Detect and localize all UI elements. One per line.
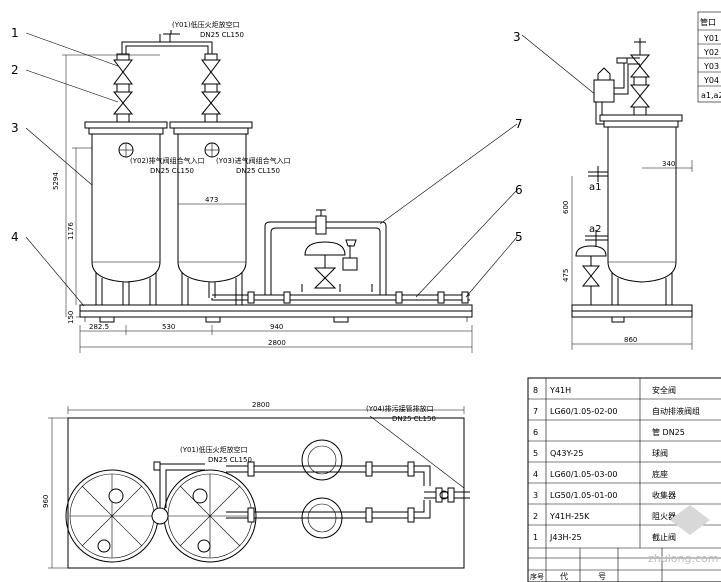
bom-code: LG50/1.05-01-00 bbox=[550, 491, 617, 500]
plan-note-y04-sub: DN25 CL150 bbox=[392, 415, 436, 423]
balloon-7: 7 bbox=[515, 117, 523, 131]
bom-name: 球阀 bbox=[652, 448, 668, 458]
bom-no: 3 bbox=[533, 491, 538, 500]
dim-475: 475 bbox=[562, 269, 570, 282]
bom-code: LG60/1.05-02-00 bbox=[550, 407, 617, 416]
nozzle-row: a1,a2 bbox=[701, 91, 721, 100]
dim-340: 340 bbox=[662, 160, 675, 168]
dim-150: 150 bbox=[67, 311, 75, 324]
dim-530: 530 bbox=[162, 323, 175, 331]
note-y03-sub: DN25 CL150 bbox=[236, 167, 280, 175]
balloon-5: 5 bbox=[515, 230, 523, 244]
label-a2: a2 bbox=[589, 224, 602, 235]
bom-name: 截止阀 bbox=[652, 532, 676, 542]
balloon-4: 4 bbox=[11, 230, 19, 244]
nozzle-row: Y02 bbox=[703, 48, 719, 57]
nozzle-row: Y03 bbox=[703, 62, 719, 71]
bom-code: Q43Y-25 bbox=[550, 449, 583, 458]
dim-total-height: 5294 bbox=[52, 172, 60, 190]
bom-name: 自动排液阀组 bbox=[652, 406, 700, 416]
watermark: zhulong.com bbox=[648, 505, 718, 565]
bom-no: 1 bbox=[533, 533, 538, 542]
front-dimensions: 5294 1176 150 473 282.5 530 940 2800 bbox=[52, 54, 473, 353]
plan-dim-960: 960 bbox=[42, 495, 50, 508]
dim-600: 600 bbox=[562, 201, 570, 214]
bom-header-name: 号 bbox=[598, 572, 606, 581]
nozzle-table-header: 管口 bbox=[700, 17, 716, 27]
dim-473: 473 bbox=[205, 196, 218, 204]
bom-code: Y41H-25K bbox=[549, 512, 590, 521]
balloon-1: 1 bbox=[11, 26, 19, 40]
note-y03: (Y03)进气阀组合气入口 bbox=[216, 156, 291, 165]
dim-total-width: 2800 bbox=[268, 339, 286, 347]
balloon-3: 3 bbox=[11, 121, 19, 135]
plan-view: (Y04)排污接管排放口 DN25 CL150 (Y01)低压火炬放空口 DN2… bbox=[65, 404, 470, 569]
bom-name: 底座 bbox=[652, 469, 668, 479]
dim-860: 860 bbox=[624, 336, 637, 344]
balloon-6: 6 bbox=[515, 183, 523, 197]
dim-1176: 1176 bbox=[67, 222, 75, 240]
balloon-8: 3 bbox=[513, 30, 521, 44]
bom-table: 8 Y41H 安全阀 7 LG60/1.05-02-00 自动排液阀组 6 管 … bbox=[527, 377, 721, 582]
bom-code: J43H-25 bbox=[549, 533, 582, 542]
bom-no: 4 bbox=[533, 470, 538, 479]
bom-name: 阻火器 bbox=[652, 512, 676, 521]
plan-note-y01-sub: DN25 CL150 bbox=[208, 456, 252, 464]
plan-dimensions: 2800 960 bbox=[42, 401, 465, 569]
plan-note-y01: (Y01)低压火炬放空口 bbox=[180, 445, 248, 454]
bom-no: 8 bbox=[533, 386, 538, 395]
watermark-text: zhulong.com bbox=[648, 552, 718, 565]
note-y01-sub: DN25 CL150 bbox=[200, 31, 244, 39]
note-y01: (Y01)低压火炬放空口 bbox=[172, 20, 240, 29]
bom-name: 管 DN25 bbox=[652, 427, 685, 437]
note-y02-sub: DN25 CL150 bbox=[150, 167, 194, 175]
bom-header-code: 代 bbox=[560, 571, 568, 581]
balloon-2: 2 bbox=[11, 63, 19, 77]
dim-940: 940 bbox=[270, 323, 283, 331]
nozzle-table: 管口 Y01 Y02 Y03 Y04 a1,a2 bbox=[697, 11, 721, 103]
nozzle-row: Y01 bbox=[703, 34, 719, 43]
note-y02: (Y02)排气阀组合气入口 bbox=[130, 156, 205, 165]
bom-no: 7 bbox=[533, 407, 538, 416]
side-view: a1 a2 bbox=[571, 38, 693, 323]
bom-no: 5 bbox=[533, 449, 538, 458]
bom-code: Y41H bbox=[549, 386, 571, 395]
plan-dim-width: 2800 bbox=[252, 401, 270, 409]
bom-header-no: 序号 bbox=[530, 572, 544, 581]
label-a1: a1 bbox=[589, 182, 602, 193]
dim-282: 282.5 bbox=[89, 323, 109, 331]
bom-name: 安全阀 bbox=[652, 385, 676, 395]
bom-code: LG60/1.05-03-00 bbox=[550, 470, 617, 479]
bom-name: 收集器 bbox=[652, 490, 676, 500]
front-view: (Y01)低压火炬放空口 DN25 CL150 (Y02)排气阀组合气入口 DN… bbox=[79, 20, 473, 323]
nozzle-row: Y04 bbox=[703, 76, 719, 85]
balloons: 1 2 3 4 3 7 6 5 bbox=[11, 26, 597, 307]
bom-no: 6 bbox=[533, 428, 538, 437]
side-dimensions: 340 600 475 860 bbox=[562, 160, 693, 350]
plan-note-y04: (Y04)排污接管排放口 bbox=[366, 404, 434, 413]
bom-no: 2 bbox=[533, 512, 538, 521]
